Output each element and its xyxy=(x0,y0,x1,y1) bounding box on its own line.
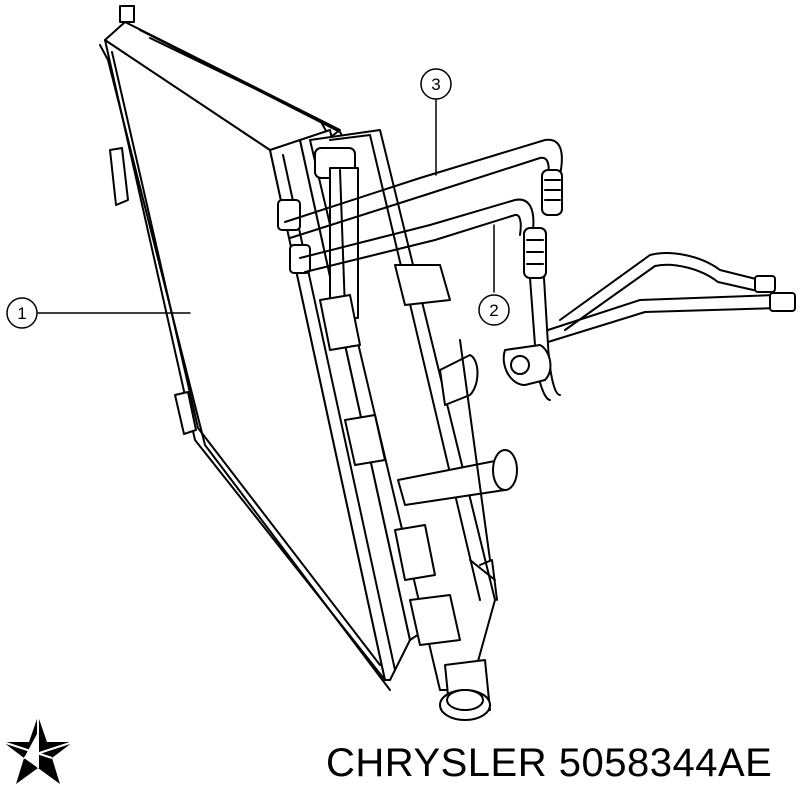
radiator-core-edge xyxy=(111,51,381,666)
callout-1-label: 1 xyxy=(17,304,26,323)
callout-2-circle xyxy=(478,294,510,326)
ac-line-3 xyxy=(284,138,563,239)
callout-2-label: 2 xyxy=(489,301,498,320)
brand-name: CHRYSLER xyxy=(326,741,548,785)
fan-shroud xyxy=(277,129,518,721)
callout-3-circle xyxy=(420,68,452,100)
callout-3-label: 3 xyxy=(431,75,440,94)
part-number: 5058344AE xyxy=(558,741,773,785)
radiator-side-tank xyxy=(269,139,411,681)
brand-part-number: CHRYSLER 5058344AE xyxy=(326,738,772,788)
callout-1-circle xyxy=(6,297,38,329)
ac-line-2 xyxy=(299,198,796,401)
pentastar-logo-icon xyxy=(2,716,74,784)
